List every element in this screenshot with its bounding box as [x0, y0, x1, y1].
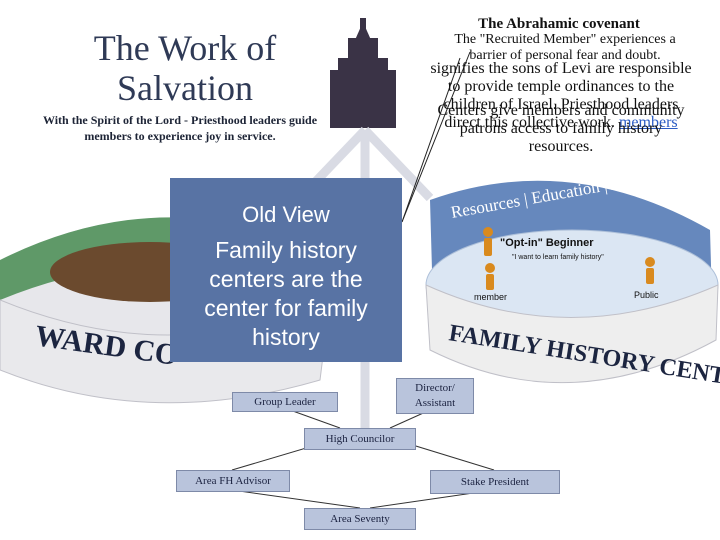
overlay-line-4: Centers give members and community patro… — [437, 102, 685, 155]
high-councilor-box: High Councilor — [304, 428, 416, 450]
area-seventy-box: Area Seventy — [304, 508, 416, 530]
optin-beginner-label: "Opt-in" Beginner — [500, 237, 594, 249]
overlay-line-3-text: signifies the sons of Levi are responsib… — [430, 60, 692, 131]
optin-beginner-quote: "I want to learn family history" — [512, 254, 604, 261]
overlay-line-3: signifies the sons of Levi are responsib… — [430, 60, 692, 132]
area-fh-advisor-box: Area FH Advisor — [176, 470, 290, 492]
members-link[interactable]: members — [618, 114, 678, 131]
group-leader-box: Group Leader — [232, 392, 338, 412]
director-box: Director/ Assistant — [396, 378, 474, 414]
fhc-wheel — [425, 180, 719, 384]
overlay-line-2: The "Recruited Member" experiences a bar… — [454, 32, 676, 63]
old-view-card: Old View Family history centers are the … — [170, 178, 402, 362]
public-label: Public — [634, 290, 659, 300]
overlay-line-1: The Abrahamic covenant — [478, 16, 640, 32]
person-icon — [483, 227, 655, 290]
page-title: The Work of Salvation — [93, 28, 277, 108]
old-view-heading: Old View — [242, 202, 330, 227]
member-label: member — [474, 292, 508, 302]
temple-icon — [330, 18, 396, 128]
stake-president-box: Stake President — [430, 470, 560, 494]
page-subtitle: With the Spirit of the Lord - Priesthood… — [42, 113, 318, 143]
old-view-body: Family history centers are the center fo… — [204, 237, 368, 350]
